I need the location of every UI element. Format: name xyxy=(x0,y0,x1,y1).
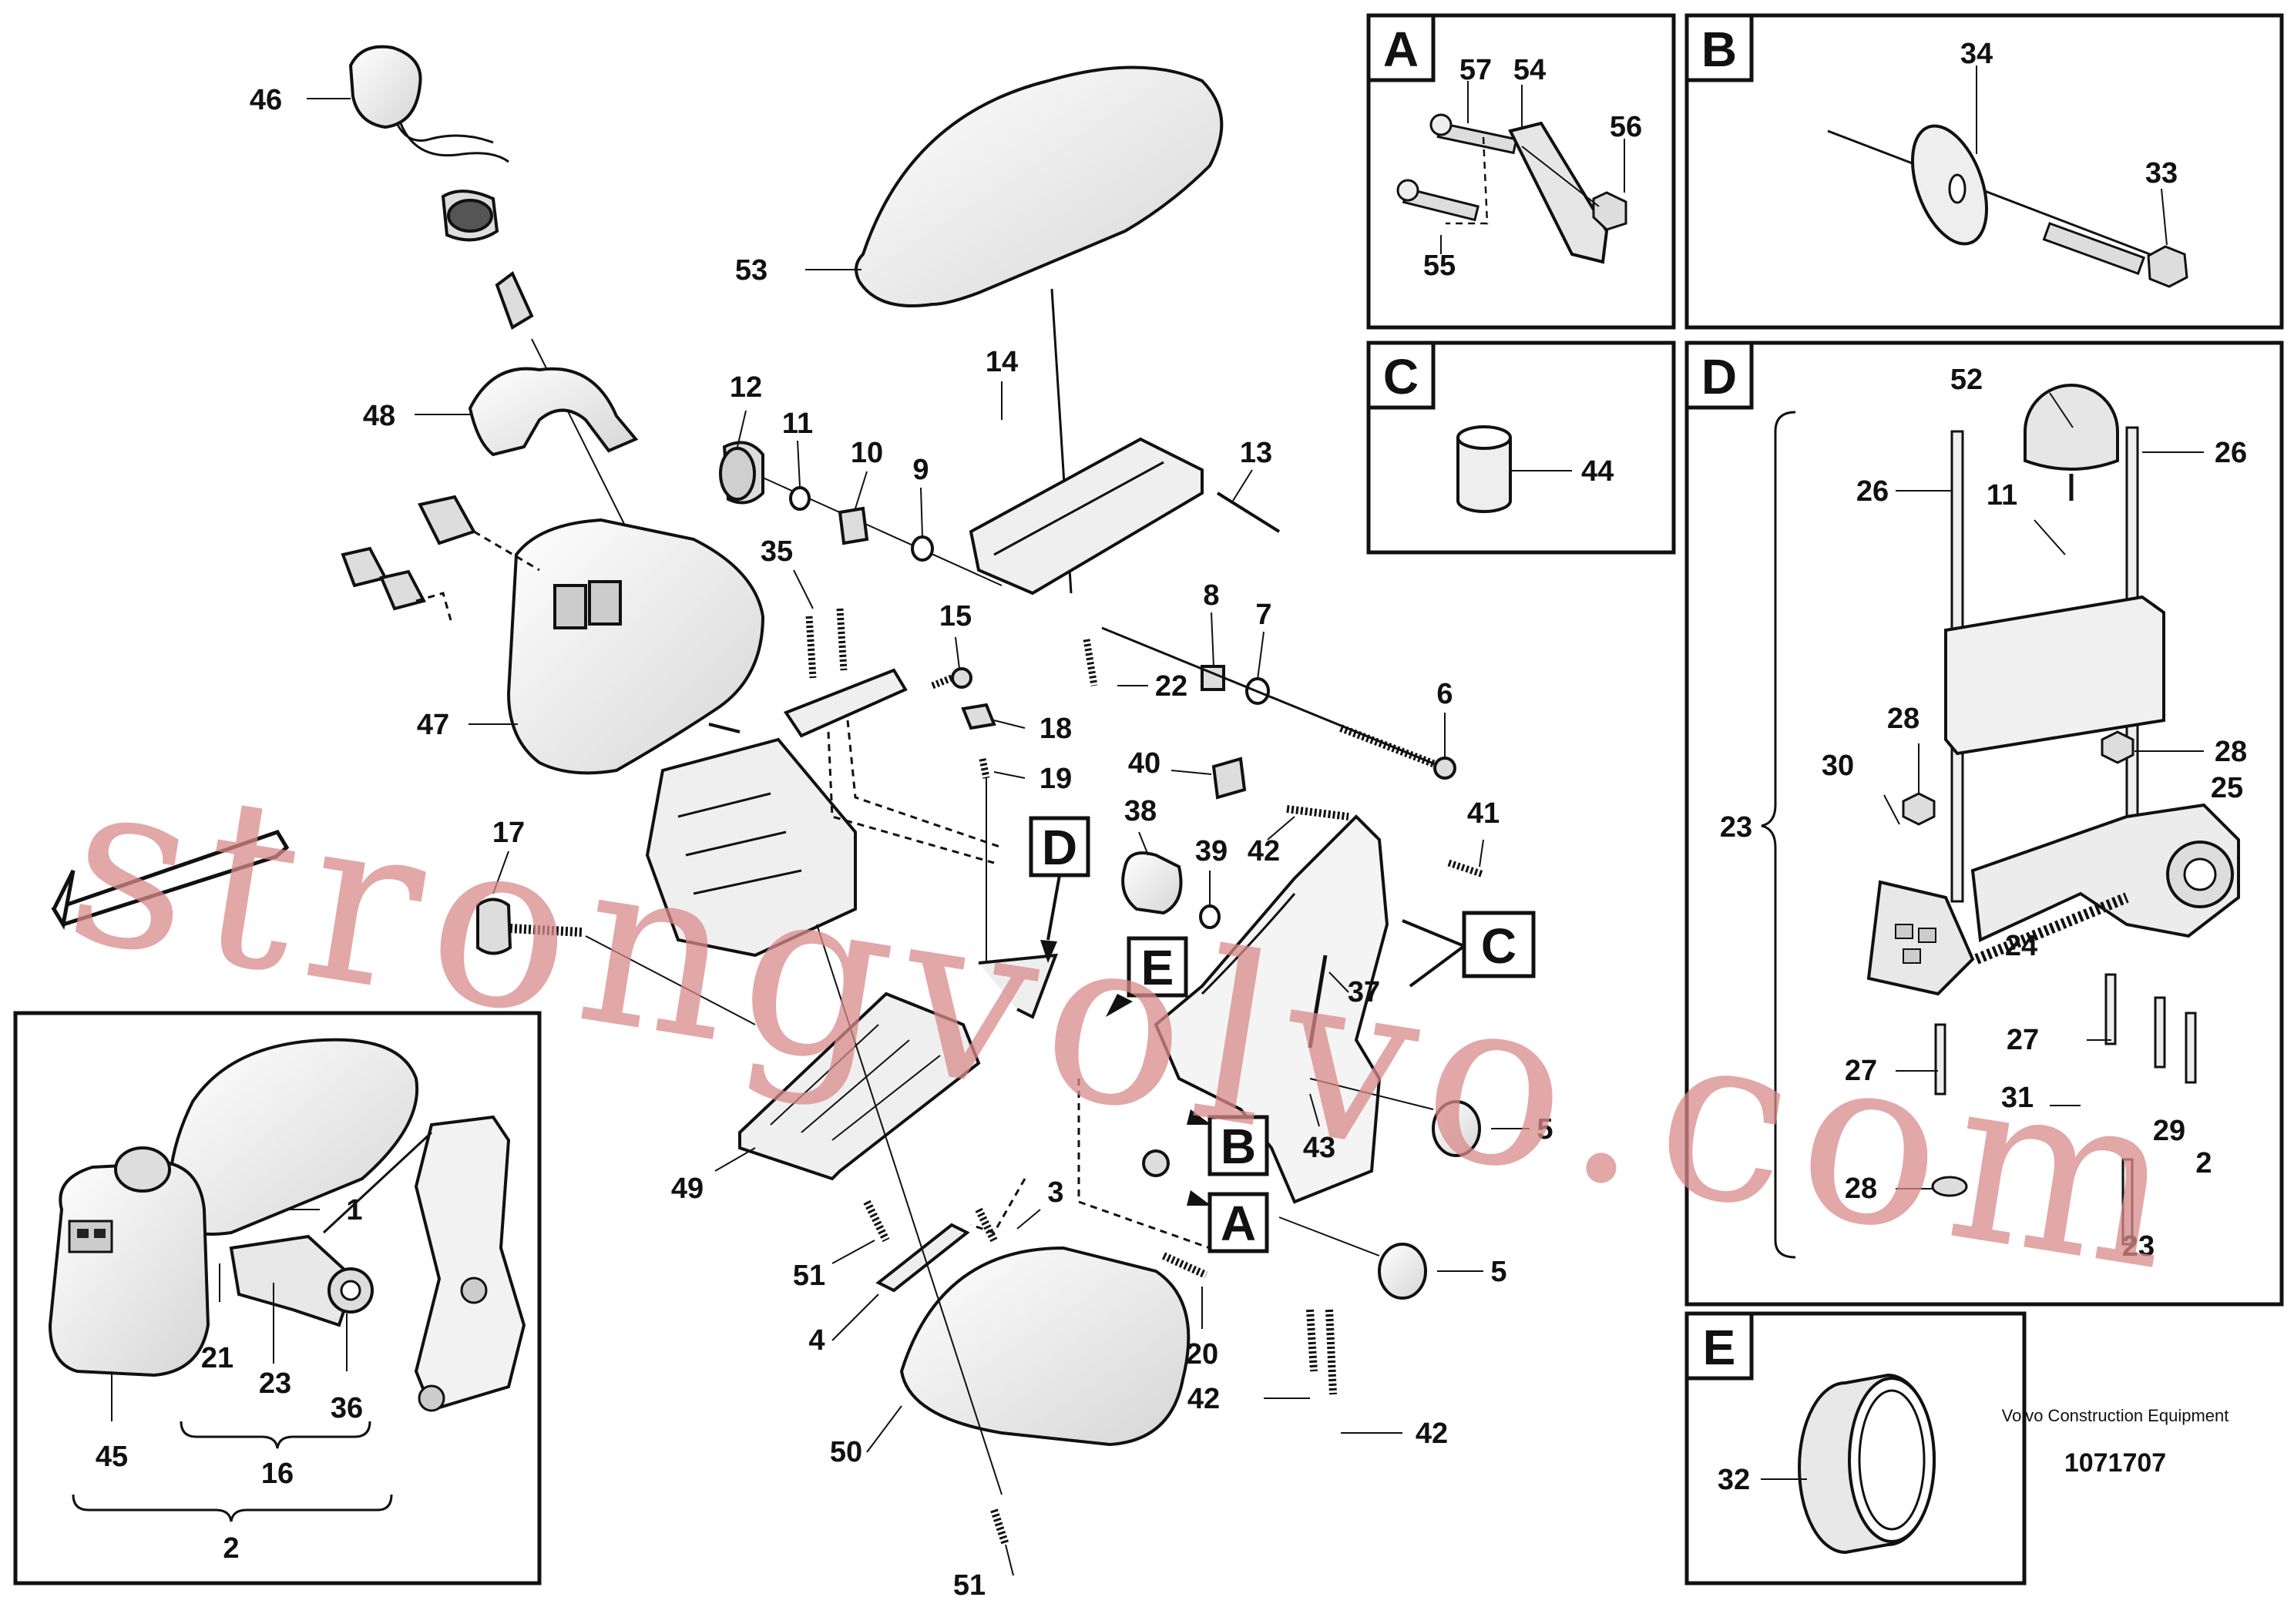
callout-17: 17 xyxy=(492,817,525,849)
callout-23-bottom: 23 xyxy=(2122,1230,2155,1263)
callout-13: 13 xyxy=(1240,437,1272,469)
callout-5-upper: 5 xyxy=(1537,1113,1553,1146)
box-letter-e: E xyxy=(1703,1320,1736,1375)
box-letter-c: C xyxy=(1383,349,1419,404)
detail-box-e: E 32 xyxy=(1684,1311,2027,1585)
detail-box-b: B 34 33 xyxy=(1684,13,2284,330)
callout-51-upper: 51 xyxy=(793,1260,825,1292)
callout-28-top-left: 28 xyxy=(1887,703,1920,735)
callout-26-right: 26 xyxy=(2215,437,2247,469)
callout-54: 54 xyxy=(1513,54,1546,86)
manufacturer-name: Volvo Construction Equipment xyxy=(2002,1406,2229,1425)
callout-39: 39 xyxy=(1195,835,1228,867)
main-exploded-view xyxy=(341,45,1485,1546)
callout-51-lower: 51 xyxy=(953,1569,986,1602)
section-markers: D E C B A xyxy=(51,816,1536,1253)
callout-41: 41 xyxy=(1467,797,1500,830)
section-marker-c: C xyxy=(1481,918,1516,974)
callout-20: 20 xyxy=(1186,1338,1218,1371)
inset-callout-45: 45 xyxy=(96,1441,128,1473)
callout-8: 8 xyxy=(1203,579,1219,612)
section-marker-a: A xyxy=(1221,1196,1256,1251)
callout-15: 15 xyxy=(939,600,972,632)
callout-7: 7 xyxy=(1255,599,1271,631)
inset-callout-2: 2 xyxy=(223,1532,239,1565)
callout-24: 24 xyxy=(2005,930,2037,962)
callout-18: 18 xyxy=(1040,713,1072,745)
callout-56: 56 xyxy=(1610,111,1642,143)
callout-42-top: 42 xyxy=(1248,835,1280,867)
callout-52: 52 xyxy=(1950,364,1983,396)
box-letter-a: A xyxy=(1383,22,1419,77)
callout-38: 38 xyxy=(1124,795,1157,827)
callout-26-left: 26 xyxy=(1856,475,1889,508)
callout-2-d: 2 xyxy=(2195,1147,2212,1179)
callout-11: 11 xyxy=(1987,479,2017,512)
callout-35: 35 xyxy=(761,535,793,568)
callout-32: 32 xyxy=(1718,1464,1750,1496)
callout-42-right: 42 xyxy=(1416,1418,1448,1450)
detail-box-c: C 44 xyxy=(1366,341,1676,555)
callout-29: 29 xyxy=(2153,1115,2185,1147)
callout-30: 30 xyxy=(1822,750,1854,782)
callout-23-bracket: 23 xyxy=(1720,811,1752,844)
callout-31: 31 xyxy=(2001,1082,2034,1114)
callout-42-left: 42 xyxy=(1187,1383,1220,1415)
callout-27-left: 27 xyxy=(1845,1055,1877,1087)
inset-callout-36: 36 xyxy=(331,1392,363,1424)
inset-assembly: 1 21 23 36 45 16 2 xyxy=(13,1011,542,1585)
callout-37: 37 xyxy=(1348,976,1380,1008)
callout-28-top-right: 28 xyxy=(2215,736,2247,768)
callout-10: 10 xyxy=(851,437,883,469)
callout-28-bottom: 28 xyxy=(1845,1173,1877,1205)
callout-57: 57 xyxy=(1459,54,1492,86)
callout-50: 50 xyxy=(830,1436,862,1468)
callout-5-lower: 5 xyxy=(1490,1256,1506,1288)
box-letter-b: B xyxy=(1701,22,1737,77)
callout-3: 3 xyxy=(1047,1176,1063,1209)
callout-12: 12 xyxy=(730,371,762,404)
callout-9: 9 xyxy=(912,454,929,486)
box-letter-d: D xyxy=(1701,349,1737,404)
callout-44: 44 xyxy=(1581,455,1614,488)
manufacturer-line: Volvo Construction Equipment xyxy=(2002,1406,2229,1425)
main-leader-lines xyxy=(307,98,1530,1576)
main-callouts: 46 53 48 12 11 10 9 14 13 35 15 8 7 47 2… xyxy=(250,84,1553,1602)
callout-43: 43 xyxy=(1303,1132,1335,1164)
drawing-footer: Volvo Construction Equipment 1071707 xyxy=(2002,1406,2229,1478)
inset-callout-1: 1 xyxy=(346,1194,362,1226)
callout-34: 34 xyxy=(1960,38,1993,70)
detail-box-d: D xyxy=(1684,341,2284,1307)
callout-6: 6 xyxy=(1436,678,1453,710)
callout-48: 48 xyxy=(363,400,395,432)
callout-14: 14 xyxy=(986,346,1018,378)
callout-19: 19 xyxy=(1040,763,1072,795)
section-marker-e: E xyxy=(1141,940,1174,995)
callout-33: 33 xyxy=(2145,157,2178,190)
callout-4: 4 xyxy=(808,1324,825,1357)
callout-11-main: 11 xyxy=(782,408,813,440)
callout-40: 40 xyxy=(1128,747,1160,780)
detail-box-a: A 57 54 56 55 xyxy=(1366,13,1676,330)
callout-49: 49 xyxy=(671,1173,704,1205)
section-marker-d: D xyxy=(1042,820,1077,875)
callout-55: 55 xyxy=(1423,250,1456,282)
callout-22: 22 xyxy=(1155,670,1187,703)
callout-27-right: 27 xyxy=(2007,1024,2039,1056)
callout-53: 53 xyxy=(735,254,767,287)
inset-callout-21: 21 xyxy=(201,1342,233,1374)
callout-47: 47 xyxy=(417,709,449,741)
drawing-number: 1071707 xyxy=(2064,1448,2166,1478)
callout-46: 46 xyxy=(250,84,282,116)
callout-25: 25 xyxy=(2211,772,2243,804)
section-marker-b: B xyxy=(1221,1119,1256,1174)
inset-callout-23: 23 xyxy=(259,1367,291,1400)
inset-callout-16: 16 xyxy=(261,1458,294,1490)
